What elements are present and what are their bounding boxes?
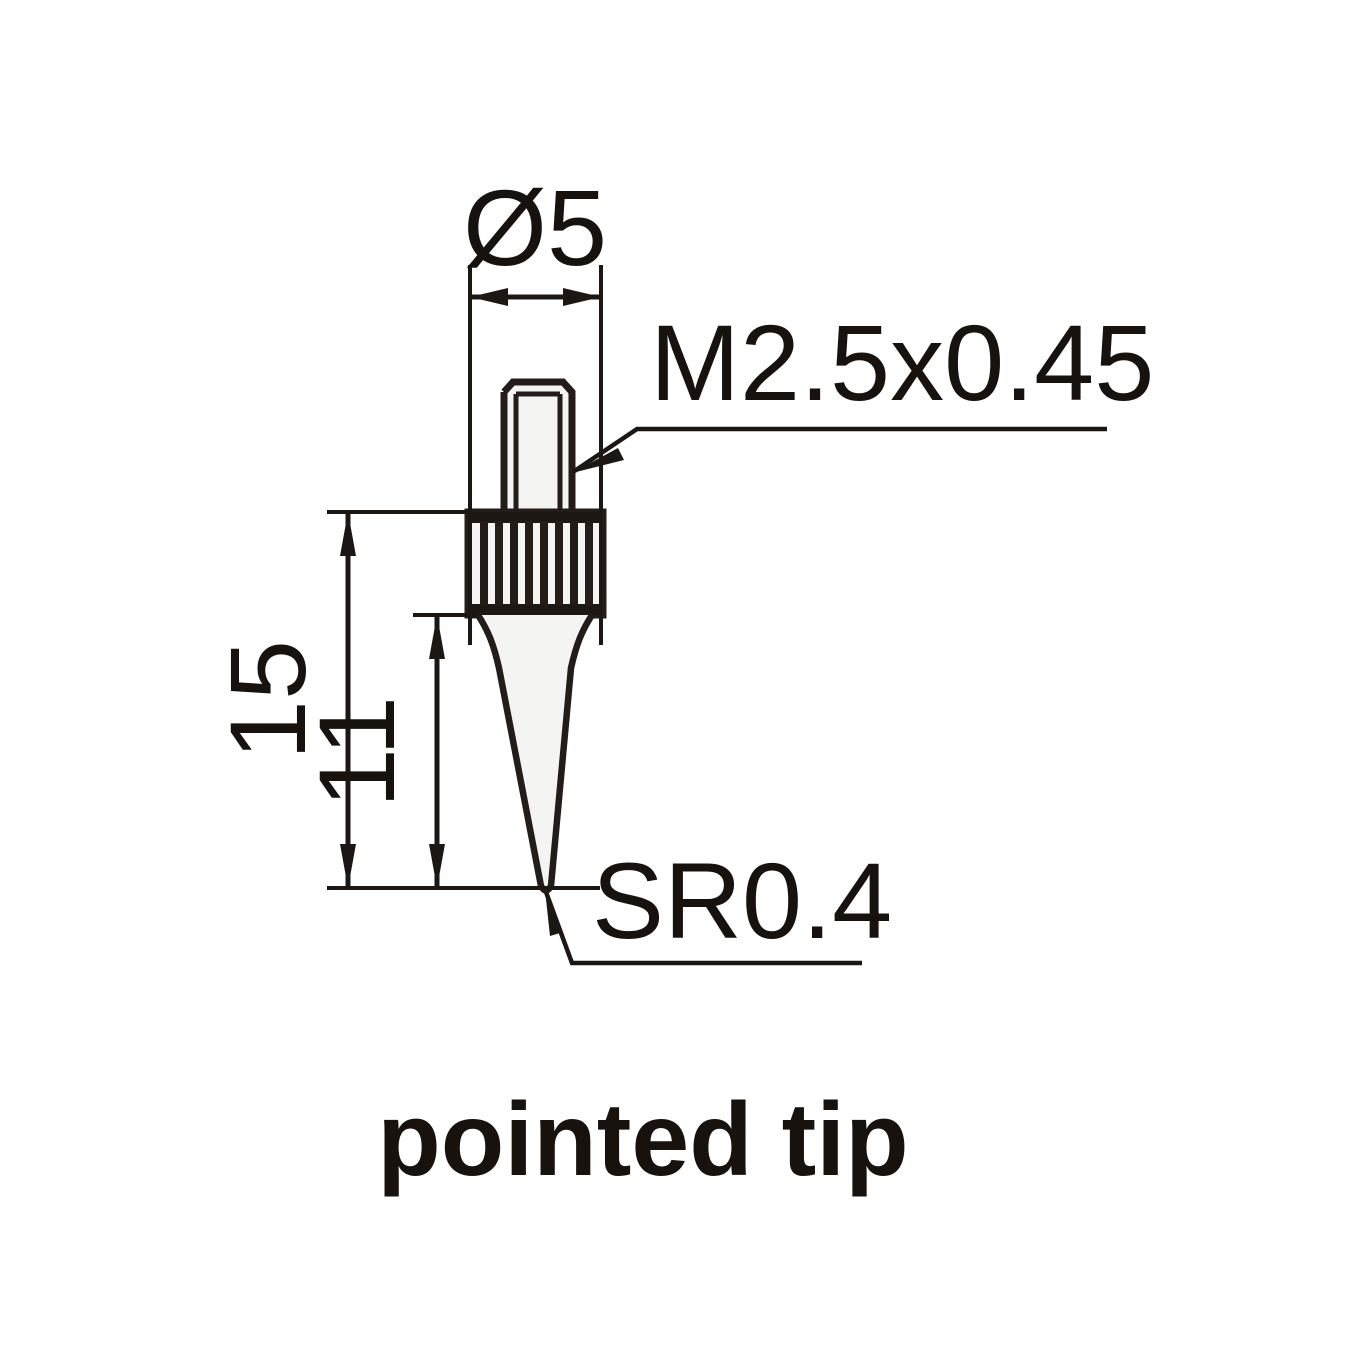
thread-callout-group: M2.5x0.45: [571, 302, 1154, 474]
threaded-shaft: [500, 378, 576, 512]
knurled-collar: [464, 508, 607, 619]
tip-radius-leader-arrowhead: [545, 890, 560, 936]
tip-length-arrow-top: [429, 615, 445, 659]
threaded-shaft-outline: [501, 378, 576, 512]
diameter-label: Ø5: [463, 167, 607, 288]
collar-bottom-band: [468, 604, 603, 615]
cone-right-edge: [547, 613, 595, 887]
overall-length-arrow-bottom: [340, 844, 356, 888]
thread-leader-line: [571, 426, 1107, 474]
tip-radius-label: SR0.4: [592, 840, 892, 961]
tip-length-arrow-bottom: [429, 844, 445, 888]
overall-length-arrow-top: [340, 512, 356, 556]
thread-leader-arrowhead: [572, 448, 624, 473]
diameter-arrow-right: [563, 288, 601, 306]
overall-length-dimension-group: 15: [207, 510, 600, 890]
knurl-lines: [480, 521, 593, 606]
cone-left-edge: [475, 613, 545, 887]
tip-length-label: 11: [296, 696, 417, 808]
conical-tip: [475, 613, 595, 894]
part-caption: pointed tip: [377, 1082, 908, 1198]
diameter-arrow-left: [470, 288, 508, 306]
tip-radius-callout-group: SR0.4: [543, 840, 892, 966]
tip-length-dimension-group: 11: [296, 613, 478, 888]
part-geometry: [464, 378, 607, 894]
collar-top-band: [468, 512, 603, 523]
threaded-shaft-fill: [504, 382, 572, 512]
tip-radius-leader-line: [543, 891, 862, 966]
diameter-dimension-group: Ø5: [463, 167, 607, 645]
overall-length-label: 15: [207, 640, 328, 760]
collar-fill: [468, 512, 603, 615]
cone-fill: [478, 615, 592, 890]
thread-label: M2.5x0.45: [650, 302, 1154, 423]
